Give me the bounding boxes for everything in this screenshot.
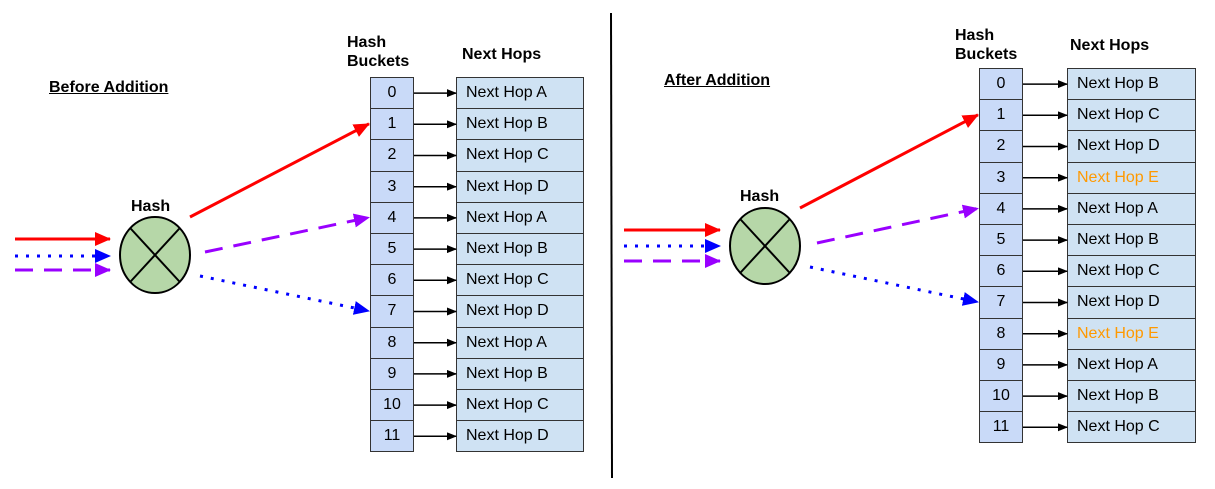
after-nexthops-header: Next Hops (1070, 37, 1150, 54)
before-nexthop-3: Next Hop D (456, 170, 584, 203)
before-bucket-0: 0 (370, 77, 414, 110)
after-blue-flow-to-bucket-7 (809, 265, 979, 306)
after-nexthop-1: Next Hop C (1067, 99, 1196, 132)
before-bucket-9: 9 (370, 357, 414, 390)
after-nexthop-8: Next Hop E (1067, 317, 1196, 350)
before-blue-flow-to-bucket-7 (199, 274, 370, 315)
before-nexthop-10: Next Hop C (456, 389, 584, 422)
before-bucket-6: 6 (370, 264, 414, 297)
after-buckets-header: Hash Buckets (955, 26, 1017, 64)
before-bucket-11: 11 (370, 420, 414, 453)
after-nexthop-7: Next Hop D (1067, 286, 1196, 319)
after-red-flow-to-bucket-1 (799, 113, 979, 210)
before-nexthop-1: Next Hop B (456, 108, 584, 141)
after-hash-label: Hash (740, 188, 780, 205)
before-hash-icon (119, 216, 191, 294)
after-nexthop-4: Next Hop A (1067, 192, 1196, 225)
after-nexthop-6: Next Hop C (1067, 255, 1196, 288)
before-buckets-header: Hash Buckets (347, 33, 409, 71)
before-bucket-5: 5 (370, 233, 414, 266)
after-bucket-10: 10 (979, 380, 1023, 413)
after-bucket-0: 0 (979, 68, 1023, 101)
before-nexthop-9: Next Hop B (456, 357, 584, 390)
before-nexthop-6: Next Hop C (456, 264, 584, 297)
after-bucket-6: 6 (979, 255, 1023, 288)
before-bucket-10: 10 (370, 389, 414, 422)
after-buckets-header-line2: Buckets (955, 46, 1018, 63)
before-red-flow-to-bucket-1 (189, 122, 370, 219)
before-bucket-8: 8 (370, 326, 414, 359)
after-addition-title: After Addition (664, 72, 771, 89)
before-purple-flow-to-bucket-4 (204, 213, 370, 254)
before-nexthop-7: Next Hop D (456, 295, 584, 328)
after-bucket-2: 2 (979, 130, 1023, 163)
before-nexthop-0: Next Hop A (456, 77, 584, 110)
after-nexthop-10: Next Hop B (1067, 380, 1196, 413)
after-nexthop-3: Next Hop E (1067, 161, 1196, 194)
before-bucket-3: 3 (370, 170, 414, 203)
before-bucket-1: 1 (370, 108, 414, 141)
after-nexthop-11: Next Hop C (1067, 411, 1196, 444)
before-nexthop-5: Next Hop B (456, 233, 584, 266)
before-bucket-7: 7 (370, 295, 414, 328)
before-hash-label: Hash (131, 198, 171, 215)
before-buckets-header-line1: Hash (347, 34, 387, 51)
after-bucket-9: 9 (979, 348, 1023, 381)
before-nexthop-11: Next Hop D (456, 420, 584, 453)
after-bucket-1: 1 (979, 99, 1023, 132)
after-hash-icon (729, 207, 801, 285)
before-bucket-2: 2 (370, 139, 414, 172)
before-buckets-header-line2: Buckets (347, 53, 410, 70)
after-nexthop-0: Next Hop B (1067, 68, 1196, 101)
after-nexthop-5: Next Hop B (1067, 224, 1196, 257)
before-nexthop-4: Next Hop A (456, 201, 584, 234)
after-bucket-11: 11 (979, 411, 1023, 444)
before-addition-title: Before Addition (49, 79, 169, 96)
after-bucket-8: 8 (979, 317, 1023, 350)
after-nexthop-9: Next Hop A (1067, 348, 1196, 381)
after-buckets-header-line1: Hash (955, 27, 995, 44)
after-bucket-4: 4 (979, 192, 1023, 225)
before-nexthop-8: Next Hop A (456, 326, 584, 359)
after-purple-flow-to-bucket-4 (816, 204, 979, 245)
panel-divider (610, 12, 613, 479)
before-nexthops-header: Next Hops (462, 46, 542, 63)
